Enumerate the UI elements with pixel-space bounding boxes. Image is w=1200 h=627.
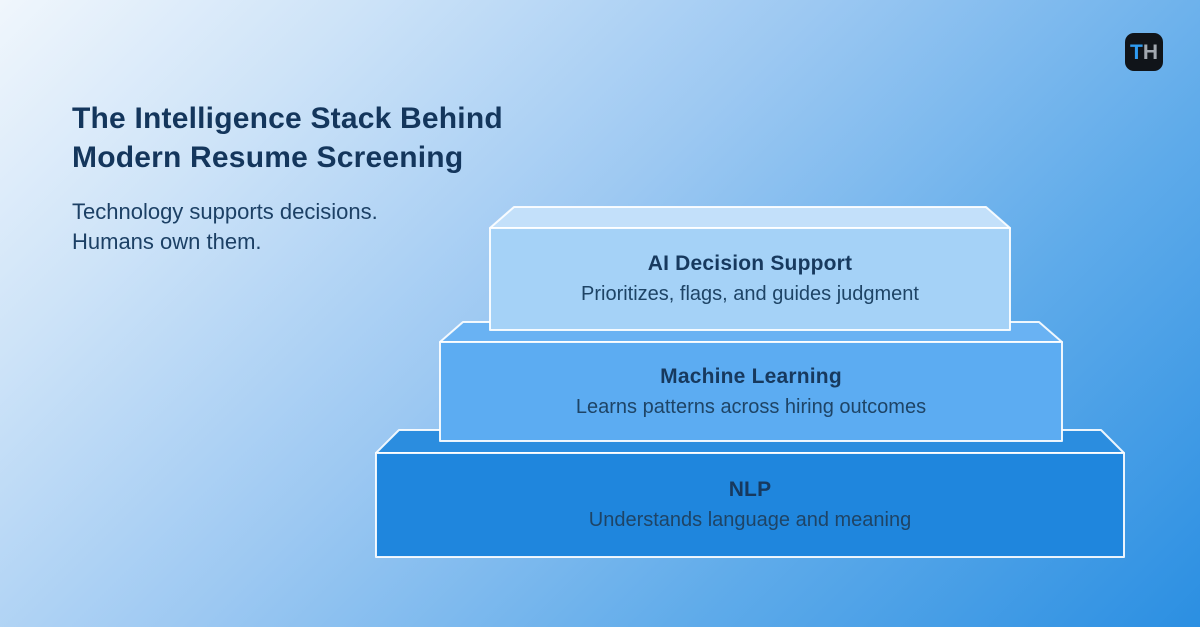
- brand-logo-letter-t: T: [1130, 40, 1143, 64]
- page-title: The Intelligence Stack Behind Modern Res…: [72, 102, 503, 174]
- stack-layer-ai-decision-support: [489, 206, 1011, 331]
- ai-decision-support-top-face: [489, 206, 1011, 229]
- nlp-front-face: [375, 452, 1125, 558]
- stack-layer-machine-learning: [439, 321, 1063, 442]
- brand-logo-letter-h: H: [1142, 40, 1158, 64]
- machine-learning-front-face: [439, 341, 1063, 442]
- page-subtitle: Technology supports decisions. Humans ow…: [72, 199, 378, 254]
- ai-decision-support-front-face: [489, 227, 1011, 331]
- stack-layer-nlp: [375, 429, 1125, 558]
